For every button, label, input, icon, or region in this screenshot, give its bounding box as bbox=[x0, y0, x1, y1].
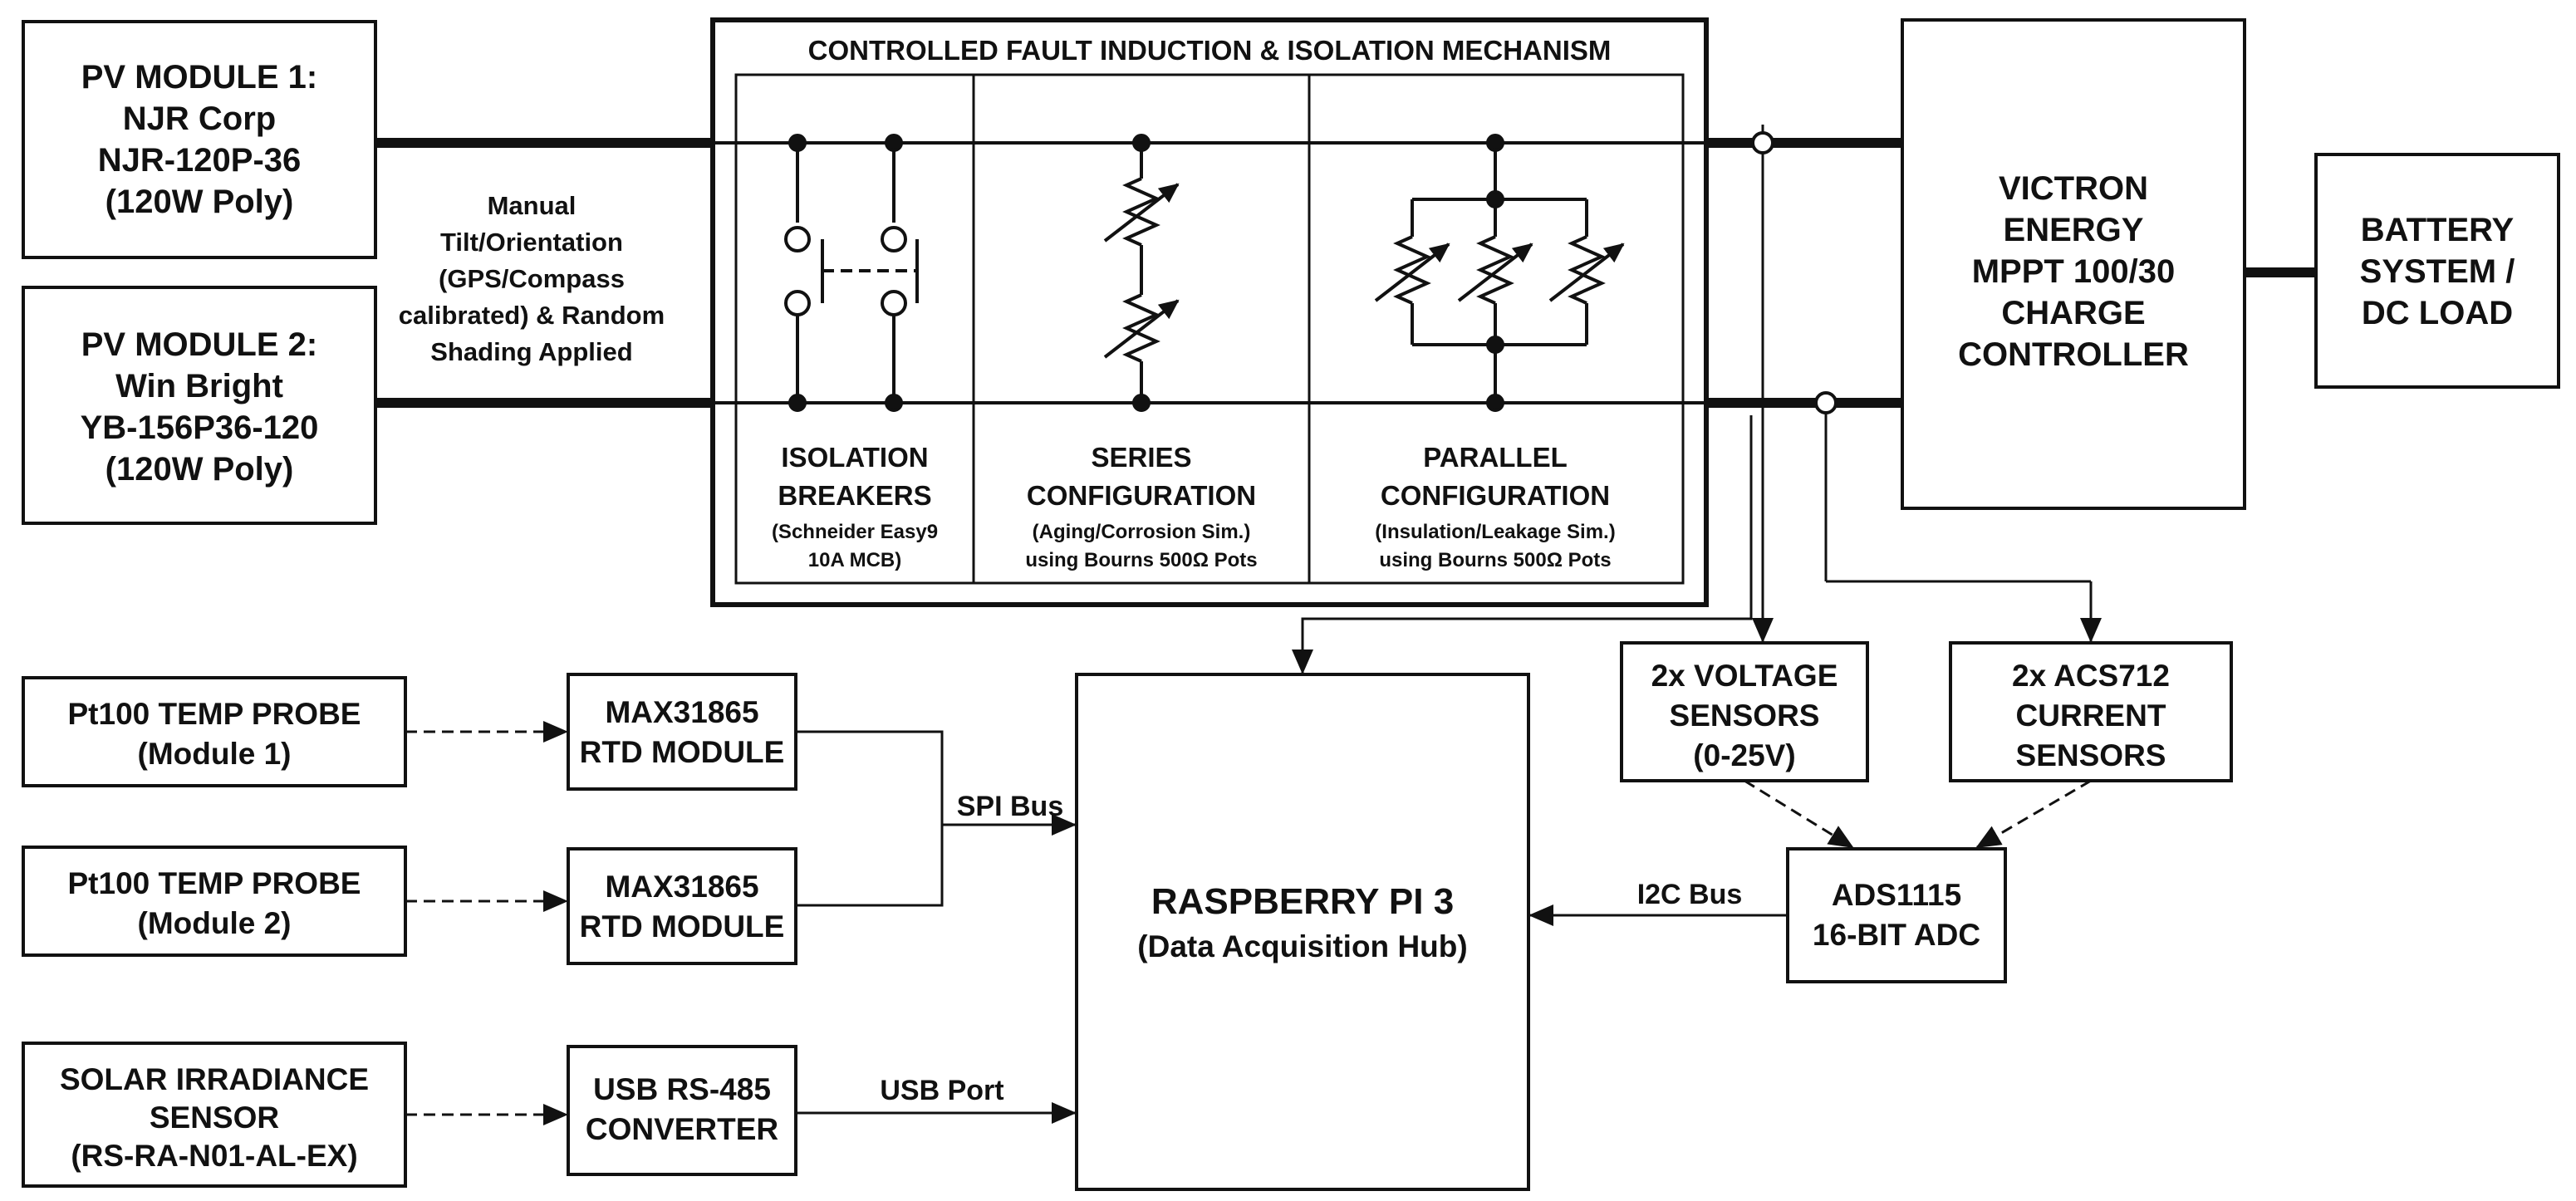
svg-text:NJR Corp: NJR Corp bbox=[123, 100, 276, 137]
svg-text:CURRENT: CURRENT bbox=[2016, 699, 2166, 733]
svg-text:(Module 1): (Module 1) bbox=[138, 737, 292, 771]
svg-text:ADS1115: ADS1115 bbox=[1832, 878, 1961, 912]
svg-text:Win Bright: Win Bright bbox=[115, 368, 283, 404]
svg-text:SENSORS: SENSORS bbox=[1670, 699, 1820, 733]
svg-text:RTD MODULE: RTD MODULE bbox=[580, 735, 785, 769]
svg-text:Tilt/Orientation: Tilt/Orientation bbox=[440, 228, 623, 257]
svg-text:(Module 2): (Module 2) bbox=[138, 906, 292, 940]
svg-text:MPPT 100/30: MPPT 100/30 bbox=[1972, 253, 2176, 290]
svg-text:YB-156P36-120: YB-156P36-120 bbox=[81, 409, 319, 446]
svg-text:SOLAR IRRADIANCE: SOLAR IRRADIANCE bbox=[60, 1062, 369, 1096]
fault-block-title: CONTROLLED FAULT INDUCTION & ISOLATION M… bbox=[808, 35, 1612, 66]
svg-text:16-BIT ADC: 16-BIT ADC bbox=[1813, 918, 1980, 952]
svg-text:DC LOAD: DC LOAD bbox=[2362, 295, 2513, 331]
rtd-module-2-box: MAX31865 RTD MODULE bbox=[567, 847, 797, 965]
svg-text:CHARGE: CHARGE bbox=[2001, 295, 2145, 331]
svg-text:(RS-RA-N01-AL-EX): (RS-RA-N01-AL-EX) bbox=[71, 1139, 357, 1173]
adc-box: ADS1115 16-BIT ADC bbox=[1786, 847, 2007, 983]
svg-text:PV MODULE 2:: PV MODULE 2: bbox=[81, 326, 317, 363]
svg-text:Manual: Manual bbox=[488, 191, 577, 220]
pv-module-1-box: PV MODULE 1: NJR Corp NJR-120P-36 (120W … bbox=[22, 20, 377, 259]
pv-module-2-label: PV MODULE 2: Win Bright YB-156P36-120 (1… bbox=[81, 326, 319, 488]
temp-probe-1-box: Pt100 TEMP PROBE (Module 1) bbox=[22, 676, 407, 787]
svg-text:using Bourns 500Ω Pots: using Bourns 500Ω Pots bbox=[1025, 549, 1257, 571]
tilt-shading-note: Manual Tilt/Orientation (GPS/Compass cal… bbox=[399, 191, 665, 366]
svg-text:CONTROLLER: CONTROLLER bbox=[1958, 336, 2189, 373]
svg-text:SENSOR: SENSOR bbox=[150, 1101, 279, 1135]
svg-text:ISOLATION: ISOLATION bbox=[781, 442, 928, 473]
usb-converter-box: USB RS-485 CONVERTER bbox=[567, 1045, 797, 1176]
pv-module-2-box: PV MODULE 2: Win Bright YB-156P36-120 (1… bbox=[22, 286, 377, 525]
i2c-bus-label: I2C Bus bbox=[1637, 879, 1743, 910]
charge-controller-box: VICTRON ENERGY MPPT 100/30 CHARGE CONTRO… bbox=[1901, 18, 2246, 510]
battery-load-label: BATTERY SYSTEM / DC LOAD bbox=[2360, 212, 2515, 331]
usb-port-label: USB Port bbox=[880, 1075, 1003, 1106]
temp-probe-2-box: Pt100 TEMP PROBE (Module 2) bbox=[22, 846, 407, 957]
svg-text:RTD MODULE: RTD MODULE bbox=[580, 909, 785, 944]
fault-induction-block: CONTROLLED FAULT INDUCTION & ISOLATION M… bbox=[710, 17, 1709, 607]
charge-controller-label: VICTRON ENERGY MPPT 100/30 CHARGE CONTRO… bbox=[1958, 170, 2189, 373]
svg-text:SENSORS: SENSORS bbox=[2016, 738, 2166, 772]
svg-text:SERIES: SERIES bbox=[1091, 442, 1191, 473]
svg-text:NJR-120P-36: NJR-120P-36 bbox=[98, 142, 302, 179]
svg-text:(Schneider Easy9: (Schneider Easy9 bbox=[772, 521, 938, 543]
svg-text:using Bourns 500Ω Pots: using Bourns 500Ω Pots bbox=[1379, 549, 1611, 571]
svg-text:(Insulation/Leakage Sim.): (Insulation/Leakage Sim.) bbox=[1375, 521, 1615, 543]
svg-text:CONFIGURATION: CONFIGURATION bbox=[1027, 480, 1256, 511]
svg-text:ENERGY: ENERGY bbox=[2004, 212, 2144, 248]
irradiance-sensor-box: SOLAR IRRADIANCE SENSOR (RS-RA-N01-AL-EX… bbox=[22, 1042, 407, 1188]
svg-text:Shading Applied: Shading Applied bbox=[430, 337, 632, 366]
voltage-sensors-box: 2x VOLTAGE SENSORS (0-25V) bbox=[1620, 641, 1869, 782]
svg-text:2x VOLTAGE: 2x VOLTAGE bbox=[1651, 659, 1838, 693]
svg-text:MAX31865: MAX31865 bbox=[605, 870, 758, 904]
svg-text:(120W Poly): (120W Poly) bbox=[105, 451, 294, 488]
series-configuration-label: SERIES CONFIGURATION (Aging/Corrosion Si… bbox=[1025, 442, 1257, 571]
svg-text:PV MODULE 1:: PV MODULE 1: bbox=[81, 59, 317, 96]
svg-text:BATTERY: BATTERY bbox=[2361, 212, 2515, 248]
svg-text:10A MCB): 10A MCB) bbox=[808, 549, 901, 571]
parallel-configuration-label: PARALLEL CONFIGURATION (Insulation/Leaka… bbox=[1375, 442, 1615, 571]
rtd-module-1-box: MAX31865 RTD MODULE bbox=[567, 673, 797, 791]
svg-text:USB RS-485: USB RS-485 bbox=[593, 1072, 771, 1106]
svg-text:(120W Poly): (120W Poly) bbox=[105, 184, 294, 220]
spi-bus-label: SPI Bus bbox=[957, 791, 1063, 822]
svg-text:calibrated) & Random: calibrated) & Random bbox=[399, 301, 665, 330]
svg-text:MAX31865: MAX31865 bbox=[605, 695, 758, 729]
svg-text:(GPS/Compass: (GPS/Compass bbox=[439, 264, 625, 293]
sensor-tap-lines bbox=[1292, 125, 2102, 674]
svg-text:SYSTEM /: SYSTEM / bbox=[2360, 253, 2515, 290]
svg-text:(0-25V): (0-25V) bbox=[1693, 738, 1795, 772]
data-lines bbox=[405, 721, 2092, 1125]
svg-text:CONFIGURATION: CONFIGURATION bbox=[1381, 480, 1610, 511]
current-sensors-box: 2x ACS712 CURRENT SENSORS bbox=[1949, 641, 2233, 782]
parallel-potentiometer-symbols bbox=[1374, 134, 1625, 412]
isolation-breakers-label: ISOLATION BREAKERS (Schneider Easy9 10A … bbox=[772, 442, 938, 571]
svg-text:Pt100 TEMP PROBE: Pt100 TEMP PROBE bbox=[68, 697, 361, 731]
svg-text:(Data Acquisition Hub): (Data Acquisition Hub) bbox=[1137, 929, 1467, 963]
battery-load-box: BATTERY SYSTEM / DC LOAD bbox=[2314, 153, 2560, 389]
svg-text:RASPBERRY PI 3: RASPBERRY PI 3 bbox=[1151, 881, 1454, 922]
svg-text:VICTRON: VICTRON bbox=[1999, 170, 2148, 207]
svg-text:BREAKERS: BREAKERS bbox=[778, 480, 931, 511]
svg-text:Pt100 TEMP PROBE: Pt100 TEMP PROBE bbox=[68, 866, 361, 900]
svg-text:(Aging/Corrosion Sim.): (Aging/Corrosion Sim.) bbox=[1033, 521, 1251, 543]
pv-module-1-label: PV MODULE 1: NJR Corp NJR-120P-36 (120W … bbox=[81, 59, 317, 220]
svg-text:2x ACS712: 2x ACS712 bbox=[2012, 659, 2170, 693]
svg-text:CONVERTER: CONVERTER bbox=[586, 1112, 778, 1146]
raspberry-pi-box: RASPBERRY PI 3 (Data Acquisition Hub) bbox=[1075, 673, 1530, 1191]
power-flow-lines bbox=[375, 138, 2317, 408]
svg-text:PARALLEL: PARALLEL bbox=[1423, 442, 1568, 473]
